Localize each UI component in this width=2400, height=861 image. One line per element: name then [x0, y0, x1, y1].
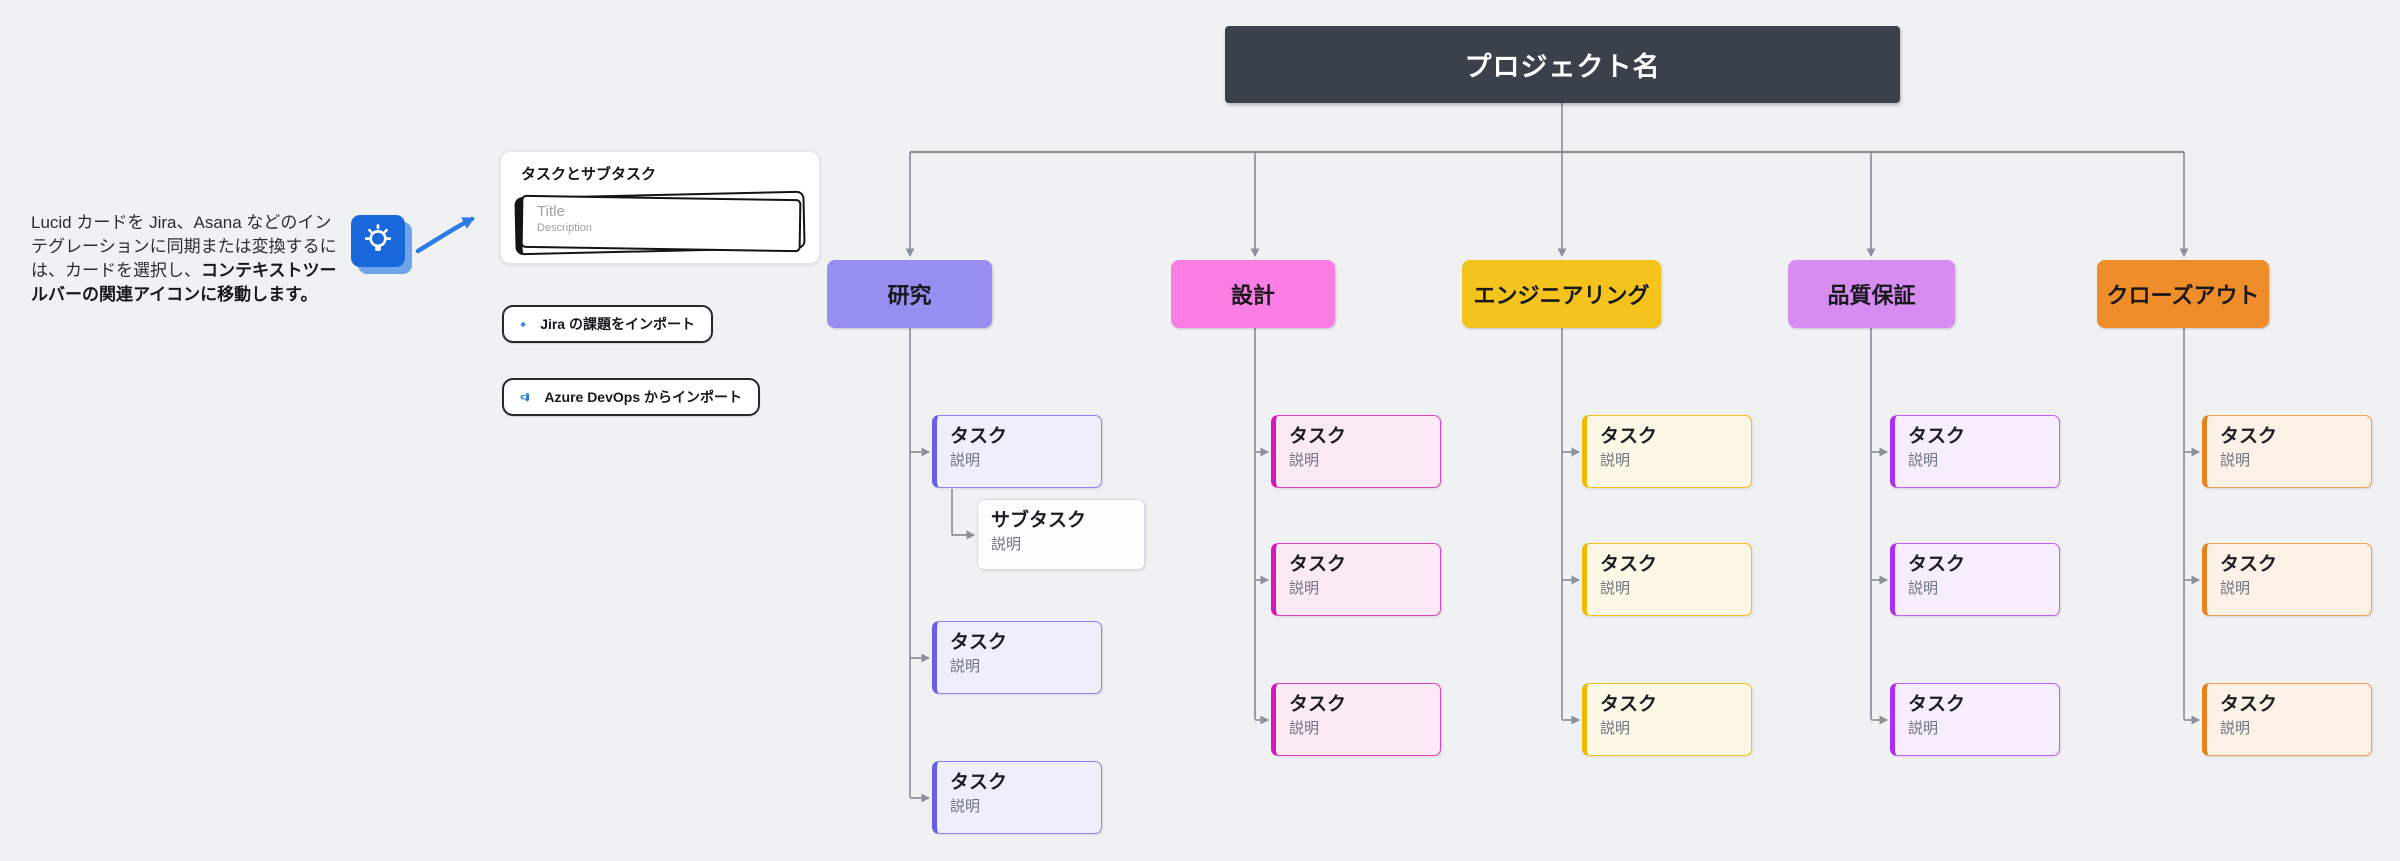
card-title-placeholder: Title [537, 203, 565, 220]
task-description: 説明 [1289, 452, 1320, 469]
task-description: 説明 [1908, 720, 1939, 737]
curved-arrow-icon [415, 216, 475, 254]
task-description: 説明 [2220, 720, 2251, 737]
phase-label: 設計 [1230, 283, 1275, 308]
task-title: タスク [1908, 554, 1966, 575]
task-card[interactable]: タスク説明 [932, 621, 1102, 694]
task-description: 説明 [1289, 580, 1320, 597]
task-title: タスク [1600, 694, 1658, 715]
jira-icon [520, 321, 526, 327]
task-title: タスク [1908, 426, 1966, 447]
phase-label: 品質保証 [1827, 283, 1916, 308]
task-title: タスク [2220, 694, 2278, 715]
card-sketch: Title Description [514, 190, 806, 256]
phase-label: エンジニアリング [1473, 283, 1650, 308]
task-card[interactable]: タスク説明 [1582, 683, 1752, 756]
task-subtask-panel: タスクとサブタスク Title Description [500, 151, 820, 264]
task-card[interactable]: タスク説明 [932, 761, 1102, 834]
tip-note: Lucid カードを Jira、Asana などのインテグレーションに同期または… [31, 211, 347, 307]
phase-label: クローズアウト [2106, 283, 2260, 308]
task-title: タスク [950, 632, 1008, 653]
task-card[interactable]: タスク説明 [1271, 415, 1441, 488]
panel-title: タスクとサブタスク [521, 166, 657, 183]
phase-header[interactable]: クローズアウト [2097, 260, 2269, 328]
phase-header[interactable]: エンジニアリング [1462, 260, 1661, 328]
task-description: 説明 [2220, 452, 2251, 469]
import-jira-button[interactable]: Jira の課題をインポート [502, 305, 713, 343]
card-description-placeholder: Description [537, 222, 593, 234]
task-title: タスク [1908, 694, 1966, 715]
import-azure-devops-button[interactable]: Azure DevOps からインポート [502, 378, 760, 416]
card-sketch-placeholders: Title Description [537, 203, 592, 234]
subtask-card[interactable]: サブタスク説明 [977, 499, 1145, 570]
task-description: 説明 [1600, 720, 1631, 737]
task-title: タスク [1289, 426, 1347, 447]
lightbulb-icon [351, 215, 405, 267]
phase-header[interactable]: 研究 [827, 260, 992, 328]
project-root-label: プロジェクト名 [1464, 52, 1661, 82]
subtask-title: サブタスク [991, 510, 1087, 531]
task-card[interactable]: タスク説明 [1271, 683, 1441, 756]
phase-label: 研究 [887, 283, 932, 308]
task-card[interactable]: タスク説明 [1271, 543, 1441, 616]
task-description: 説明 [1908, 452, 1939, 469]
task-card[interactable]: タスク説明 [1890, 415, 2060, 488]
azure-devops-icon [520, 393, 530, 402]
subtask-description: 説明 [991, 536, 1022, 553]
task-title: タスク [1600, 426, 1658, 447]
phase-header[interactable]: 設計 [1171, 260, 1335, 328]
task-description: 説明 [1289, 720, 1320, 737]
task-card[interactable]: タスク説明 [1890, 543, 2060, 616]
tip-note-bold-text: コンテキストツールバーの関連アイコンに移動します。 [31, 261, 337, 304]
phase-header[interactable]: 品質保証 [1788, 260, 1955, 328]
task-card[interactable]: タスク説明 [1582, 543, 1752, 616]
task-card[interactable]: タスク説明 [2202, 683, 2372, 756]
project-root-node[interactable]: プロジェクト名 [1225, 26, 1900, 103]
task-description: 説明 [1908, 580, 1939, 597]
task-card[interactable]: タスク説明 [1582, 415, 1752, 488]
import-jira-label: Jira の課題をインポート [540, 316, 695, 332]
task-card[interactable]: タスク説明 [932, 415, 1102, 488]
task-title: タスク [1289, 554, 1347, 575]
task-description: 説明 [1600, 580, 1631, 597]
task-card[interactable]: タスク説明 [1890, 683, 2060, 756]
task-card[interactable]: タスク説明 [2202, 415, 2372, 488]
task-title: タスク [950, 426, 1008, 447]
task-title: タスク [950, 772, 1008, 793]
task-description: 説明 [1600, 452, 1631, 469]
task-description: 説明 [950, 658, 981, 675]
task-title: タスク [2220, 554, 2278, 575]
task-title: タスク [1289, 694, 1347, 715]
task-description: 説明 [950, 798, 981, 815]
task-description: 説明 [950, 452, 981, 469]
task-description: 説明 [2220, 580, 2251, 597]
task-title: タスク [2220, 426, 2278, 447]
tip-note-text: Lucid カードを Jira、Asana などのインテグレーションに同期または… [31, 213, 337, 280]
task-card[interactable]: タスク説明 [2202, 543, 2372, 616]
task-title: タスク [1600, 554, 1658, 575]
import-azure-devops-label: Azure DevOps からインポート [544, 389, 742, 405]
